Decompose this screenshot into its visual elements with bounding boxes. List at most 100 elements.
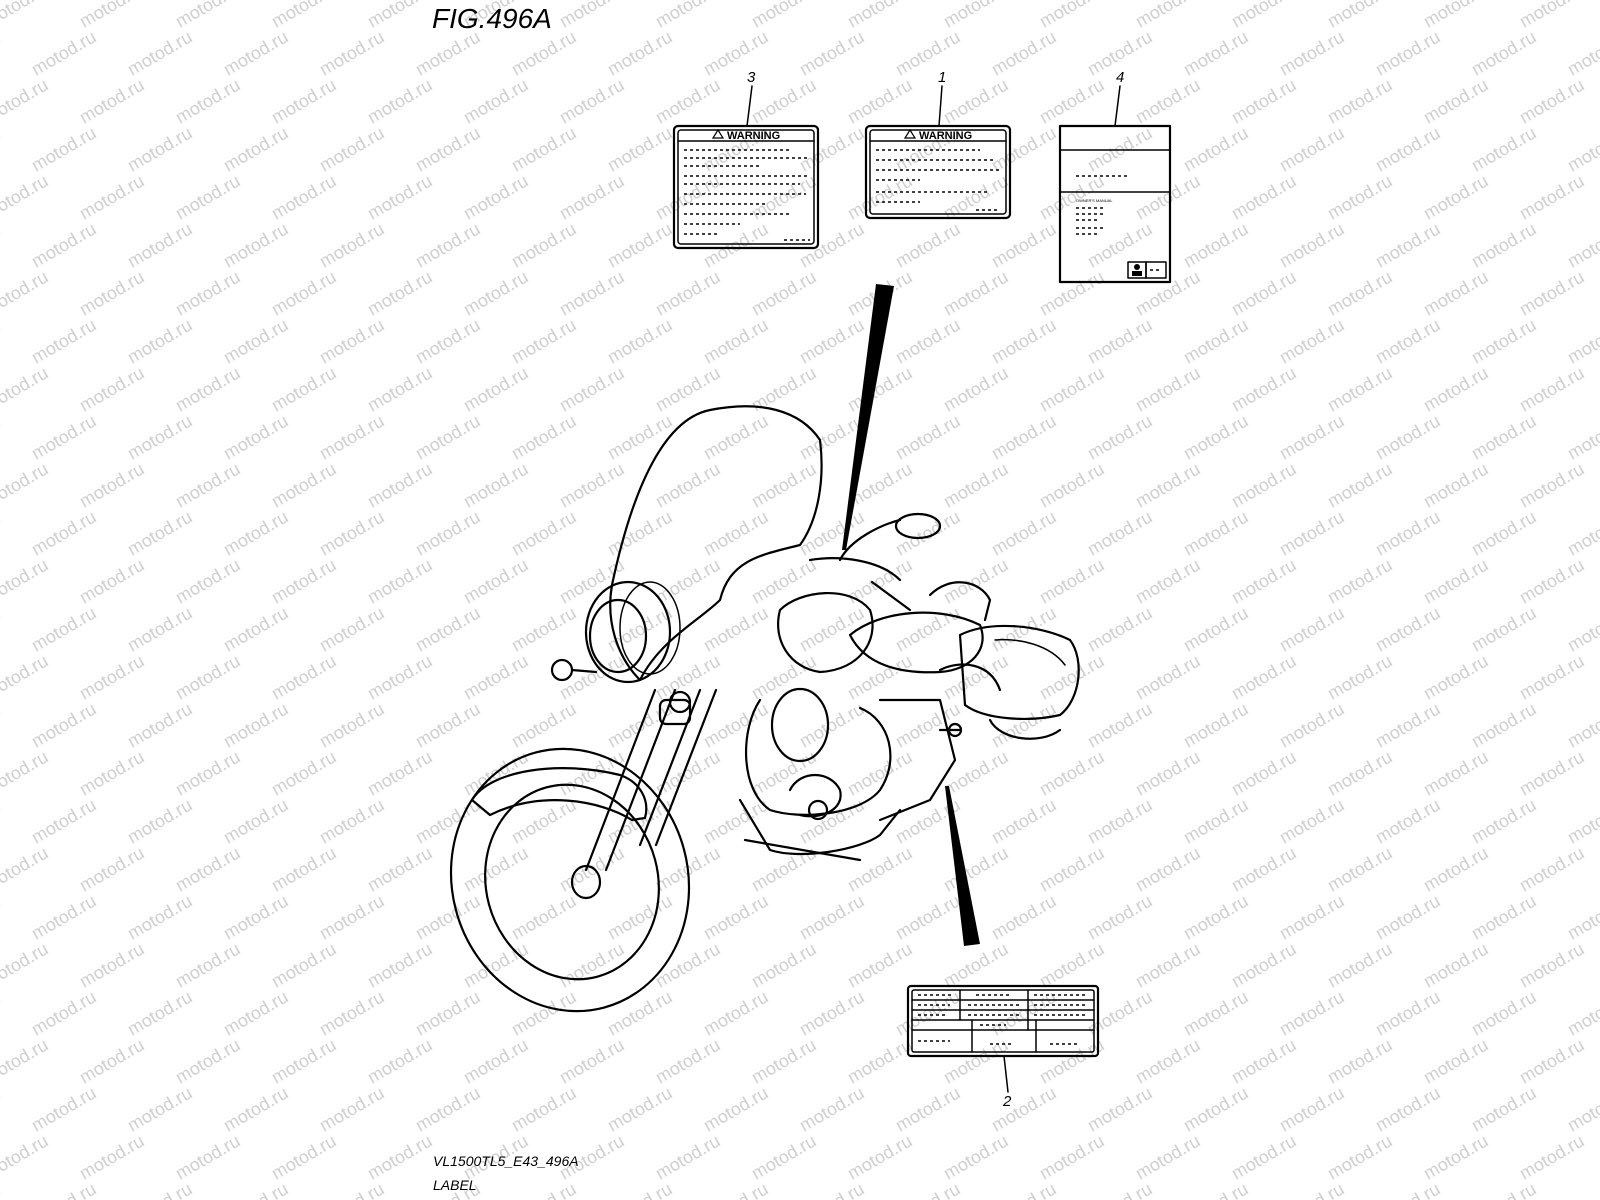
watermark-text: motod.ru: [1276, 1083, 1348, 1136]
watermark-text: motod.ru: [1372, 123, 1444, 176]
watermark-text: motod.ru: [1372, 219, 1444, 272]
watermark-text: motod.ru: [748, 459, 820, 512]
watermark-text: motod.ru: [0, 699, 4, 752]
watermark-text: motod.ru: [508, 603, 580, 656]
watermark-text: motod.ru: [1324, 747, 1396, 800]
watermark-text: motod.ru: [268, 459, 340, 512]
watermark-text: motod.ru: [316, 411, 388, 464]
watermark-text: motod.ru: [412, 1083, 484, 1136]
watermark-text: motod.ru: [1564, 123, 1600, 176]
watermark-text: motod.ru: [748, 267, 820, 320]
watermark-text: motod.ru: [1564, 603, 1600, 656]
watermark-text: motod.ru: [28, 603, 100, 656]
watermark-text: motod.ru: [220, 795, 292, 848]
watermark-text: motod.ru: [844, 75, 916, 128]
watermark-text: motod.ru: [796, 795, 868, 848]
watermark-text: motod.ru: [1324, 939, 1396, 992]
watermark-text: motod.ru: [316, 27, 388, 80]
warning-label-3: WARNING: [672, 124, 820, 250]
watermark-text: motod.ru: [1276, 507, 1348, 560]
watermark-text: motod.ru: [1276, 603, 1348, 656]
leader-line-4: [1114, 85, 1121, 127]
watermark-text: motod.ru: [412, 411, 484, 464]
watermark-text: motod.ru: [412, 987, 484, 1040]
watermark-text: motod.ru: [1516, 1131, 1588, 1184]
watermark-text: motod.ru: [76, 1131, 148, 1184]
watermark-text: motod.ru: [28, 219, 100, 272]
watermark-text: motod.ru: [316, 987, 388, 1040]
watermark-text: motod.ru: [268, 843, 340, 896]
watermark-text: motod.ru: [172, 459, 244, 512]
watermark-text: motod.ru: [796, 987, 868, 1040]
watermark-text: motod.ru: [1420, 747, 1492, 800]
leader-line-2: [1003, 1055, 1009, 1093]
watermark-text: motod.ru: [652, 939, 724, 992]
watermark-text: motod.ru: [604, 891, 676, 944]
watermark-text: motod.ru: [556, 459, 628, 512]
watermark-text: motod.ru: [76, 555, 148, 608]
watermark-text: motod.ru: [364, 363, 436, 416]
watermark-text: motod.ru: [1516, 939, 1588, 992]
watermark-text: motod.ru: [652, 75, 724, 128]
watermark-text: motod.ru: [0, 1083, 4, 1136]
watermark-text: motod.ru: [700, 411, 772, 464]
watermark-text: motod.ru: [1468, 1083, 1540, 1136]
watermark-text: motod.ru: [124, 219, 196, 272]
watermark-text: motod.ru: [940, 1035, 1012, 1088]
watermark-text: motod.ru: [1420, 75, 1492, 128]
watermark-text: motod.ru: [124, 699, 196, 752]
figure-name: LABEL: [433, 1177, 477, 1193]
watermark-text: motod.ru: [460, 171, 532, 224]
watermark-text: motod.ru: [892, 27, 964, 80]
watermark-text: motod.ru: [364, 1131, 436, 1184]
watermark-text: motod.ru: [1468, 987, 1540, 1040]
watermark-text: motod.ru: [460, 843, 532, 896]
watermark-text: motod.ru: [1132, 0, 1204, 31]
watermark-text: motod.ru: [1036, 363, 1108, 416]
owners-manual-heading: OWNER'S MANUAL: [1076, 198, 1113, 203]
watermark-text: motod.ru: [1180, 699, 1252, 752]
watermark-text: motod.ru: [28, 123, 100, 176]
watermark-text: motod.ru: [1420, 267, 1492, 320]
figure-code: VL1500TL5_E43_496A: [433, 1153, 579, 1169]
watermark-text: motod.ru: [364, 0, 436, 31]
watermark-text: motod.ru: [988, 1179, 1060, 1200]
watermark-text: motod.ru: [1564, 27, 1600, 80]
watermark-text: motod.ru: [76, 0, 148, 31]
leader-line-3: [746, 85, 753, 127]
watermark-text: motod.ru: [988, 1083, 1060, 1136]
watermark-text: motod.ru: [1228, 651, 1300, 704]
watermark-text: motod.ru: [604, 219, 676, 272]
watermark-text: motod.ru: [220, 411, 292, 464]
warning-triangle-icon: [903, 128, 917, 139]
watermark-text: motod.ru: [460, 459, 532, 512]
watermark-text: motod.ru: [76, 747, 148, 800]
watermark-text: motod.ru: [1036, 651, 1108, 704]
watermark-text: motod.ru: [1468, 27, 1540, 80]
watermark-text: motod.ru: [796, 699, 868, 752]
watermark-text: motod.ru: [892, 1083, 964, 1136]
watermark-text: motod.ru: [988, 507, 1060, 560]
watermark-text: motod.ru: [268, 651, 340, 704]
watermark-text: motod.ru: [220, 699, 292, 752]
watermark-text: motod.ru: [268, 0, 340, 31]
watermark-text: motod.ru: [796, 1179, 868, 1200]
watermark-text: motod.ru: [748, 171, 820, 224]
watermark-text: motod.ru: [172, 939, 244, 992]
watermark-text: motod.ru: [1084, 1179, 1156, 1200]
watermark-text: motod.ru: [316, 603, 388, 656]
watermark-text: motod.ru: [460, 363, 532, 416]
watermark-text: motod.ru: [508, 1179, 580, 1200]
watermark-text: motod.ru: [1324, 843, 1396, 896]
watermark-text: motod.ru: [508, 315, 580, 368]
watermark-text: motod.ru: [364, 1035, 436, 1088]
watermark-text: motod.ru: [1516, 459, 1588, 512]
watermark-text: motod.ru: [364, 939, 436, 992]
watermark-text: motod.ru: [460, 75, 532, 128]
watermark-text: motod.ru: [28, 987, 100, 1040]
watermark-text: motod.ru: [796, 1083, 868, 1136]
watermark-text: motod.ru: [508, 1083, 580, 1136]
watermark-text: motod.ru: [940, 1131, 1012, 1184]
watermark-text: motod.ru: [892, 987, 964, 1040]
watermark-text: motod.ru: [1084, 699, 1156, 752]
